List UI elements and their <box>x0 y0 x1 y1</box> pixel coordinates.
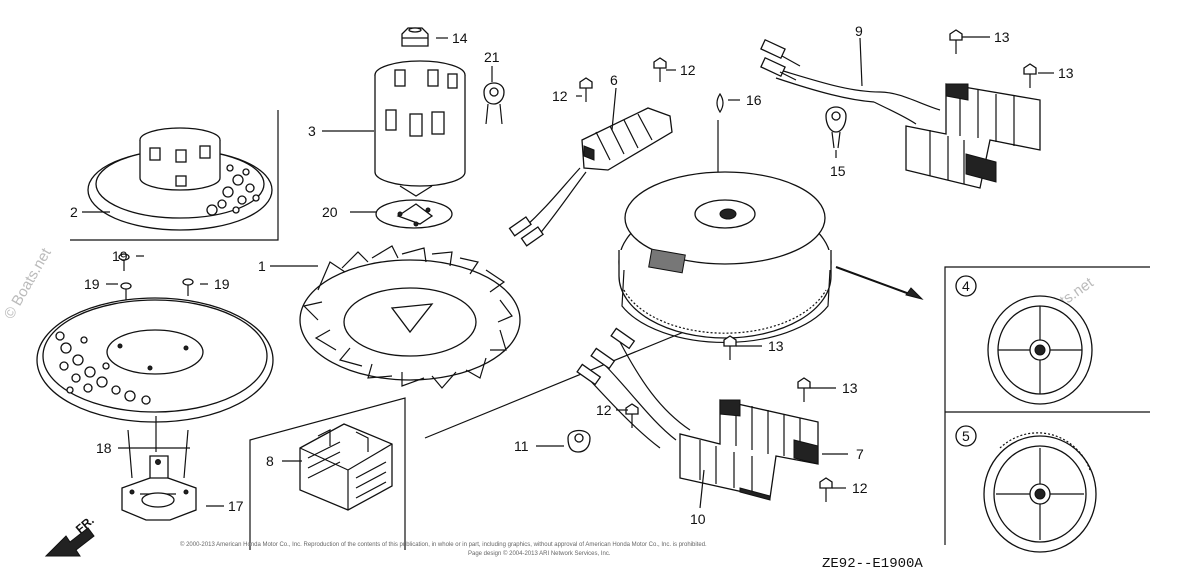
callout-10: 10 <box>690 511 706 527</box>
part-6-charge-coil <box>508 107 673 247</box>
part-21-clip <box>483 82 505 125</box>
frame-insets <box>944 266 1150 545</box>
front-direction-arrow: FR. <box>44 513 97 557</box>
exciter-coil-upper <box>873 83 1041 189</box>
copyright-line-2: Page design © 2004-2013 ARI Network Serv… <box>468 550 611 557</box>
part-15-clamp <box>825 106 847 149</box>
callout-13c: 13 <box>768 338 784 354</box>
callout-12a: 12 <box>552 88 568 104</box>
callout-3: 3 <box>308 123 316 139</box>
callout-17: 17 <box>228 498 244 514</box>
copyright-line-1: © 2000-2013 American Honda Motor Co., In… <box>180 541 707 548</box>
watermark-left: © Boats.net <box>1 245 55 322</box>
callout-19a: 19 <box>112 248 128 264</box>
frame-part-2 <box>70 110 279 241</box>
part-11-clamp <box>567 429 591 453</box>
lower-coil-assembly <box>576 327 819 501</box>
part-17-bracket <box>121 455 197 521</box>
callout-12c: 12 <box>596 402 612 418</box>
callout-1: 1 <box>258 258 266 274</box>
callout-4: 4 <box>962 278 970 294</box>
callout-5: 5 <box>962 428 970 444</box>
inset-4-pulley <box>955 275 1093 405</box>
diagram-code: ZE92--E1900A <box>822 556 923 572</box>
callout-11: 11 <box>514 438 529 454</box>
part-8-rectifier <box>299 423 393 511</box>
callout-7: 7 <box>856 446 864 462</box>
part-16-pin <box>716 92 724 114</box>
leader-lines <box>82 36 1054 509</box>
part-18-cover-plate <box>36 297 274 423</box>
callout-9: 9 <box>855 23 863 39</box>
callout-numbers: 1 2 3 4 5 6 7 8 9 10 11 12 12 12 12 13 1… <box>70 23 1074 527</box>
part-14-nut <box>401 27 429 47</box>
callout-13b: 13 <box>1058 65 1074 81</box>
frame-part-8 <box>249 397 406 550</box>
part-3-rotor-cup <box>374 60 466 197</box>
arrow-to-inset-head <box>905 287 924 300</box>
part-20-plate <box>375 199 453 229</box>
callout-12d: 12 <box>852 480 868 496</box>
callout-19b: 19 <box>84 276 100 292</box>
flywheel <box>618 171 832 344</box>
part-1-cooling-fan <box>299 245 521 389</box>
callout-12b: 12 <box>680 62 696 78</box>
direction-label: FR. <box>73 513 97 536</box>
callout-20: 20 <box>322 204 338 220</box>
callout-13d: 13 <box>842 380 858 396</box>
callout-19c: 19 <box>214 276 230 292</box>
part-19-screws <box>118 253 194 300</box>
part-2-starter-pulley <box>87 127 273 231</box>
arrow-to-inset <box>835 266 916 297</box>
callout-8: 8 <box>266 453 274 469</box>
part-9-wire-harness <box>760 38 941 111</box>
callout-6: 6 <box>610 72 618 88</box>
callout-15: 15 <box>830 163 846 179</box>
callout-14: 14 <box>452 30 468 46</box>
callout-18: 18 <box>96 440 112 456</box>
inset-5-gear <box>955 425 1097 553</box>
callout-21: 21 <box>484 49 500 65</box>
callout-13a: 13 <box>994 29 1010 45</box>
callout-2: 2 <box>70 204 78 220</box>
bolts-12-13 <box>579 29 1037 502</box>
callout-16: 16 <box>746 92 762 108</box>
